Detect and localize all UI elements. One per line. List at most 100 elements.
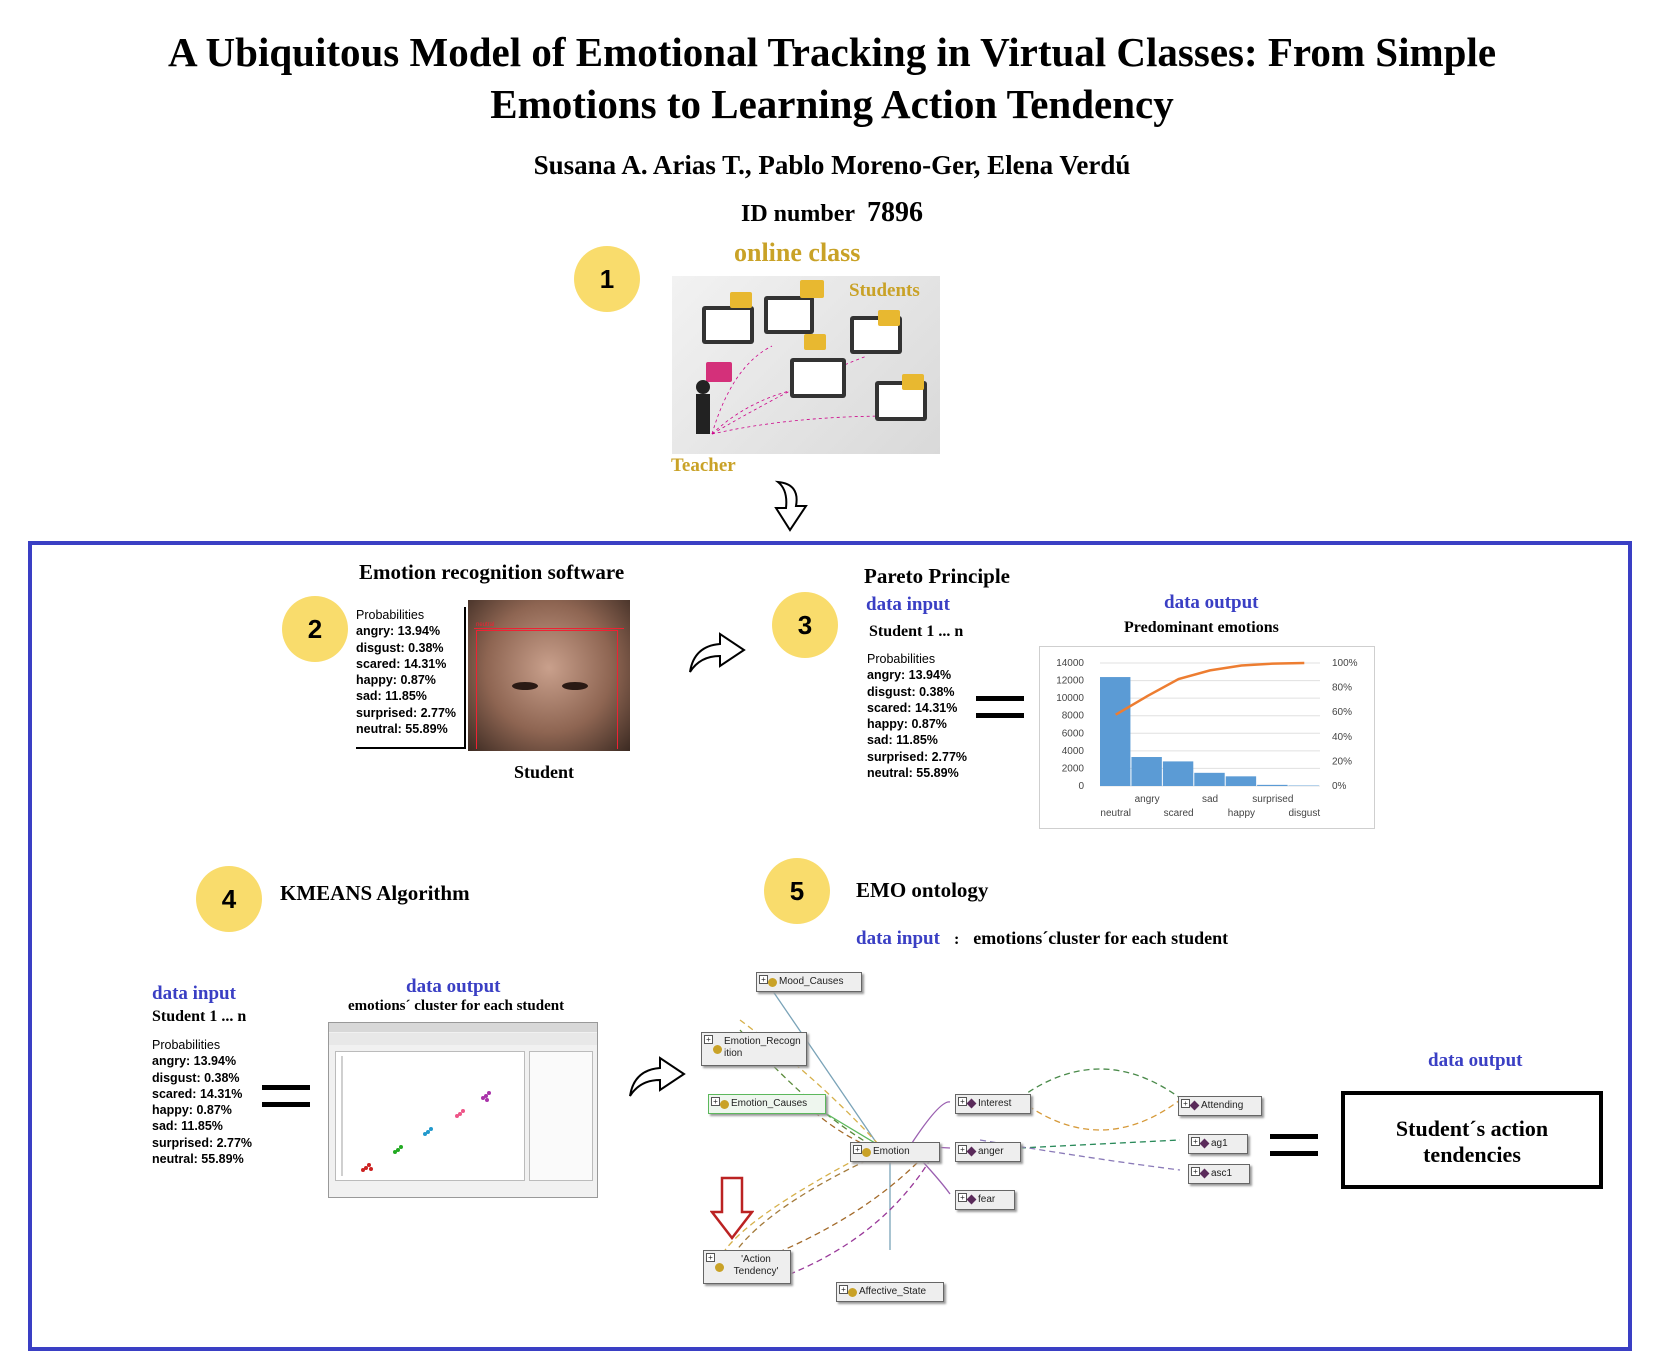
prob-scared: scared: 14.31% xyxy=(867,700,958,715)
pareto-chart-svg: 020004000600080001000012000140000%20%40%… xyxy=(1056,658,1357,819)
equals-sign-step3 xyxy=(976,696,1024,718)
bar-scared xyxy=(1162,761,1194,786)
prob-sad: sad: 11.85% xyxy=(152,1119,223,1134)
kmeans-legend-panel xyxy=(529,1051,593,1181)
kmeans-toolbar xyxy=(329,1033,597,1045)
prob-angry: angry: 13.94% xyxy=(356,624,441,639)
right-curved-arrow-icon-2 xyxy=(626,1052,688,1105)
step5-data-output: data output xyxy=(1428,1050,1523,1071)
ontology-node-ag1: +ag1 xyxy=(1188,1134,1248,1154)
ontology-node-affective-state: +Affective_State xyxy=(836,1282,944,1302)
authors: Susana A. Arias T., Pablo Moreno-Ger, El… xyxy=(533,150,1131,180)
prob-surprised: surprised: 2.77% xyxy=(356,705,457,720)
y2-tick-label: 60% xyxy=(1332,707,1352,718)
probabilities-panel-step4: Probabilities angry: 13.94% disgust: 0.3… xyxy=(152,1037,252,1167)
bar-sad xyxy=(1194,772,1225,786)
x-tick-label: angry xyxy=(1135,794,1160,805)
kmeans-window-titlebar xyxy=(329,1023,597,1032)
step-badge-2: 2 xyxy=(282,596,348,662)
left-eye xyxy=(512,682,538,690)
id-line: ID number 7896 xyxy=(0,197,1664,229)
probabilities-panel-step2: Probabilities angry: 13.94% disgust: 0.3… xyxy=(356,607,466,749)
x-tick-label: surprised xyxy=(1252,794,1293,805)
bar-angry xyxy=(1131,757,1162,786)
step5-input-desc: emotions´cluster for each student xyxy=(973,928,1229,948)
step-badge-5: 5 xyxy=(764,858,830,924)
y-tick-label: 6000 xyxy=(1062,728,1085,739)
equals-sign-step5 xyxy=(1270,1134,1318,1156)
student-face-photo: neutral xyxy=(468,600,630,751)
step-badge-1: 1 xyxy=(574,246,640,312)
step4-data-input: data input xyxy=(152,983,236,1004)
ontology-node-interest: +Interest xyxy=(955,1094,1031,1114)
online-class-graphic xyxy=(696,280,927,435)
bar-neutral xyxy=(1100,677,1131,786)
step4-output-caption: emotions´ cluster for each student xyxy=(348,998,565,1014)
y-tick-label: 2000 xyxy=(1062,763,1085,774)
prob-angry: angry: 13.94% xyxy=(867,668,952,683)
x-tick-label: scared xyxy=(1164,808,1194,819)
x-tick-label: sad xyxy=(1202,794,1218,805)
kmeans-scatter-svg xyxy=(341,1056,491,1176)
action-tendencies-text: Student´s action tendencies xyxy=(1395,1116,1549,1167)
y2-tick-label: 80% xyxy=(1332,683,1352,694)
y2-tick-label: 40% xyxy=(1332,732,1352,743)
y-tick-label: 0 xyxy=(1078,781,1084,792)
face-detection-box xyxy=(476,630,618,749)
prob-happy: happy: 0.87% xyxy=(152,1103,232,1118)
red-down-arrow-icon xyxy=(709,1176,755,1245)
process-frame xyxy=(28,541,1632,1351)
bar-happy xyxy=(1225,776,1257,786)
id-label: ID number xyxy=(740,201,855,227)
title-line-2: Emotions to Learning Action Tendency xyxy=(490,81,1174,127)
ontology-node-emotion-causes: +Emotion_Causes xyxy=(708,1094,826,1114)
x-tick-label: neutral xyxy=(1100,808,1131,819)
ontology-node-anger: +anger xyxy=(955,1142,1021,1162)
face-detection-label: neutral xyxy=(476,622,495,628)
ontology-node-mood-causes: +Mood_Causes xyxy=(756,972,862,992)
step5-input-line: data input : emotions´cluster for each s… xyxy=(856,928,1228,950)
pareto-cumulative-line xyxy=(1115,661,1305,716)
ontology-node-fear: +fear xyxy=(955,1190,1015,1210)
prob-scared: scared: 14.31% xyxy=(356,656,447,671)
prob-disgust: disgust: 0.38% xyxy=(356,640,444,655)
prob-surprised: surprised: 2.77% xyxy=(152,1135,253,1150)
title-line-1: A Ubiquitous Model of Emotional Tracking… xyxy=(167,29,1497,75)
prob-happy: happy: 0.87% xyxy=(356,673,436,688)
ontology-node-emotion: +Emotion xyxy=(850,1142,940,1162)
y2-tick-label: 0% xyxy=(1332,781,1347,792)
face-detection-line xyxy=(474,628,624,629)
prob-sad: sad: 11.85% xyxy=(867,733,938,748)
kmeans-scatter-panel xyxy=(335,1051,525,1181)
pareto-chart-title: Predominant emotions xyxy=(1124,619,1279,636)
prob-disgust: disgust: 0.38% xyxy=(867,684,955,699)
step3-data-input: data input xyxy=(866,594,950,615)
ontology-node-action-tendency: +'Action Tendency' xyxy=(703,1250,791,1284)
probabilities-panel-step3: Probabilities angry: 13.94% disgust: 0.3… xyxy=(867,651,967,781)
online-class-illustration xyxy=(672,276,940,454)
step4-data-output: data output xyxy=(406,976,501,997)
y-tick-label: 12000 xyxy=(1056,676,1084,687)
y2-tick-label: 20% xyxy=(1332,756,1352,767)
prob-disgust: disgust: 0.38% xyxy=(152,1070,240,1085)
step3-student-range: Student 1 ... n xyxy=(869,623,964,640)
step-badge-3: 3 xyxy=(772,592,838,658)
prob-neutral: neutral: 55.89% xyxy=(152,1152,244,1167)
paper-title: A Ubiquitous Model of Emotional Tracking… xyxy=(0,26,1664,130)
prob-neutral: neutral: 55.89% xyxy=(356,722,448,737)
right-curved-arrow-icon-1 xyxy=(686,628,748,681)
kmeans-title: KMEANS Algorithm xyxy=(280,881,470,905)
probabilities-label: Probabilities xyxy=(356,608,425,622)
y-tick-label: 10000 xyxy=(1056,693,1084,704)
step5-data-input: data input xyxy=(856,928,940,949)
probabilities-label: Probabilities xyxy=(152,1038,221,1052)
x-tick-label: happy xyxy=(1228,808,1255,819)
step-badge-4: 4 xyxy=(196,866,262,932)
step5-input-colon: : xyxy=(953,931,960,948)
right-eye xyxy=(562,682,588,690)
step4-student-range: Student 1 ... n xyxy=(152,1008,247,1025)
step3-data-output: data output xyxy=(1164,592,1259,613)
ontology-node-emotion-recognition: +Emotion_Recognition xyxy=(701,1032,807,1066)
y-tick-label: 14000 xyxy=(1056,658,1084,669)
